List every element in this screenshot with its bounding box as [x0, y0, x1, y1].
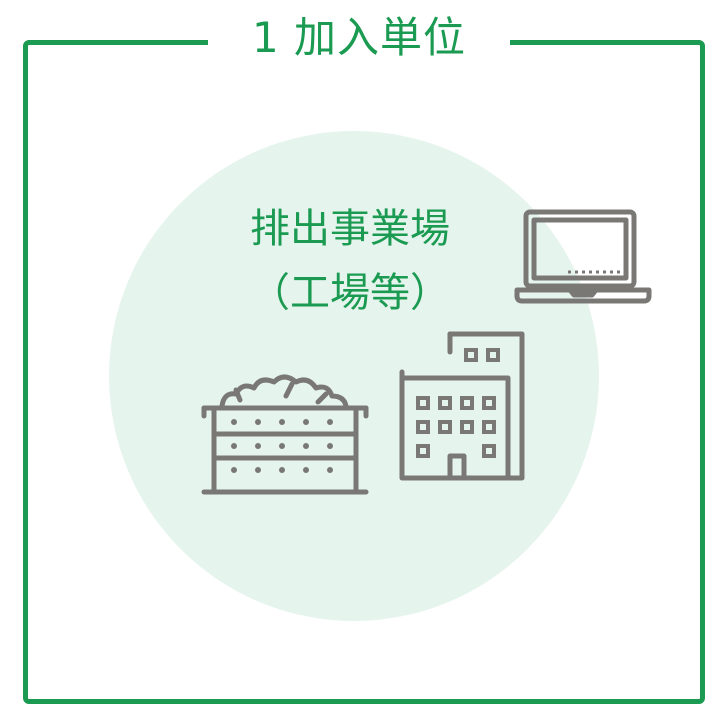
laptop-icon — [512, 206, 654, 306]
waste-container-icon — [200, 366, 370, 496]
office-building-icon — [396, 328, 530, 486]
business-site-label: 排出事業場 — [250, 206, 450, 252]
business-site-circle — [109, 131, 599, 621]
business-site-sublabel: （工場等） — [250, 270, 450, 316]
frame-title: 1 加入単位 — [208, 8, 510, 68]
